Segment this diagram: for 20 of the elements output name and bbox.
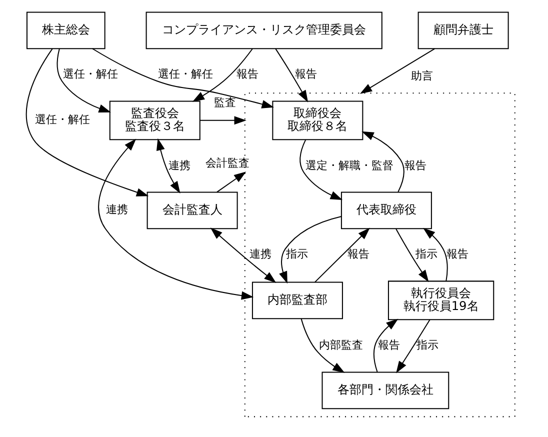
edge-label: 監査 [213, 96, 236, 109]
edge-label: 指示 [414, 248, 437, 261]
edge-label: 報告 [236, 68, 258, 81]
edge-label: 会計監査 [204, 156, 249, 170]
edge-label: 報告 [446, 248, 468, 261]
edge-label: 連携 [168, 158, 190, 172]
edge-label: 報告 [294, 68, 317, 81]
edge-label: 連携 [249, 248, 272, 261]
edge-label: 選定・解職・監督 [305, 158, 394, 172]
edge-label: 報告 [404, 158, 426, 172]
edge-label: 連携 [105, 203, 128, 216]
edge-label: 報告 [377, 338, 400, 352]
edge-label: 内部監査 [318, 338, 362, 352]
edge-label: 選任・解任 [34, 113, 90, 126]
edge-label: 指示 [285, 248, 308, 261]
edge-label: 指示 [416, 338, 438, 352]
edge-label: 選任・解任 [62, 68, 118, 81]
edge-label: 報告 [347, 248, 370, 261]
edge-label: 助言 [410, 69, 433, 82]
edge-label: 選任・解任 [158, 68, 213, 81]
